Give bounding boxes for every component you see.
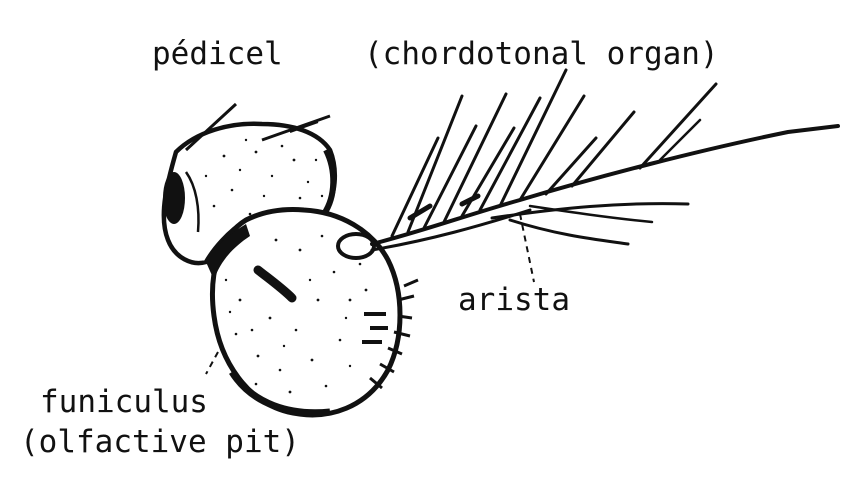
label-olfactive-pit: (olfactive pit) <box>20 424 300 460</box>
funiculus-leader <box>206 352 218 374</box>
label-arista: arista <box>458 282 570 318</box>
label-pedicel: pédicel <box>152 36 283 72</box>
arista <box>338 70 838 258</box>
label-chordotonal-organ: (chordotonal organ) <box>364 36 719 72</box>
label-funiculus: funiculus <box>40 384 208 420</box>
